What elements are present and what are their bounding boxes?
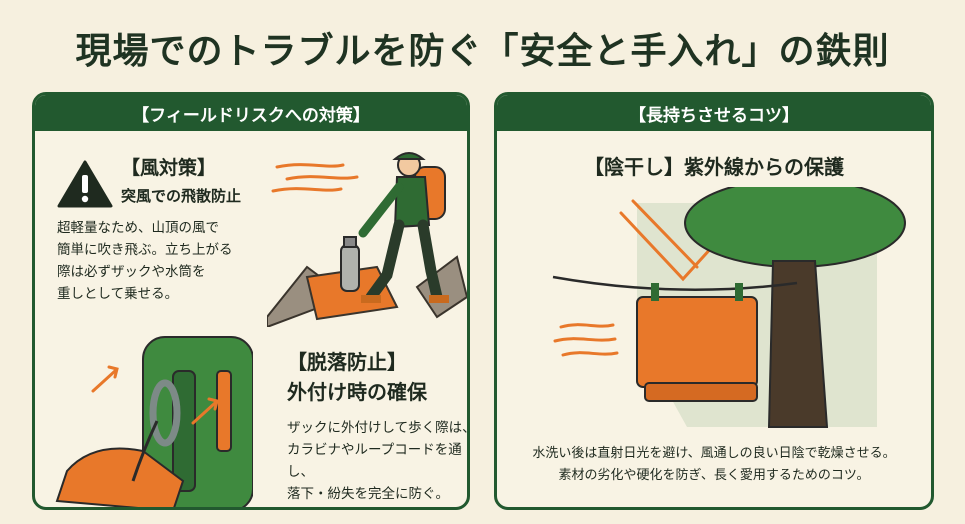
wind-line: 際は必ずザックや水筒を [57,264,206,280]
wind-line: 超軽量なため、山頂の風で [57,220,219,236]
drop-title: 【脱落防止】 外付け時の確保 [287,347,427,407]
maintenance-header: 【長持ちさせるコツ】 [497,95,931,131]
motion-arrow-icon [91,365,219,425]
drop-title-line: 外付け時の確保 [287,380,427,404]
hiker-illustration [267,152,467,327]
wind-lines-icon [553,323,619,357]
warning-icon [57,160,113,208]
maintenance-panel: 【長持ちさせるコツ】 【陰干し】紫外線からの保護 水洗い後は直射日光を避け、風通… [494,92,934,510]
wind-title: 【風対策】 [121,157,217,179]
wind-subtitle: 突風での飛散防止 [121,187,242,205]
drop-title-line: 【脱落防止】 [287,350,407,374]
page-title: 現場でのトラブルを防ぐ「安全と手入れ」の鉄則 [75,31,890,72]
shade-drying-illustration [552,187,906,428]
field-risk-panel: 【フィールドリスクへの対策】 【風対策】 突風での飛散防止 超軽量なため、山頂の… [32,92,470,510]
shade-line: 素材の劣化や硬化を防ぎ、長く愛用するためのコツ。 [558,468,870,483]
backpack-carabiner-illustration [55,336,253,507]
wind-body: 超軽量なため、山頂の風で 簡単に吹き飛ぶ。立ち上がる 際は必ずザックや水筒を 重… [57,217,287,305]
wind-line: 簡単に吹き飛ぶ。立ち上がる [57,242,233,258]
drop-body: ザックに外付けして歩く際は、 カラビナやループコードを通し、 落下・紛失を完全に… [287,417,470,505]
shade-line: 水洗い後は直射日光を避け、風通しの良い日陰で乾燥させる。 [532,446,896,461]
drop-line: 落下・紛失を完全に防ぐ。 [287,486,449,502]
carabiner-icon [149,379,181,447]
shade-title: 【陰干し】紫外線からの保護 [584,155,844,179]
wind-lines-icon [271,163,359,193]
shade-body: 水洗い後は直射日光を避け、風通しの良い日陰で乾燥させる。 素材の劣化や硬化を防ぎ… [497,443,931,487]
wind-line: 重しとして乗せる。 [57,286,179,302]
field-risk-header: 【フィールドリスクへの対策】 [35,95,467,131]
drop-line: ザックに外付けして歩く際は、 [287,420,470,436]
drop-line: カラビナやループコードを通し、 [287,442,462,480]
